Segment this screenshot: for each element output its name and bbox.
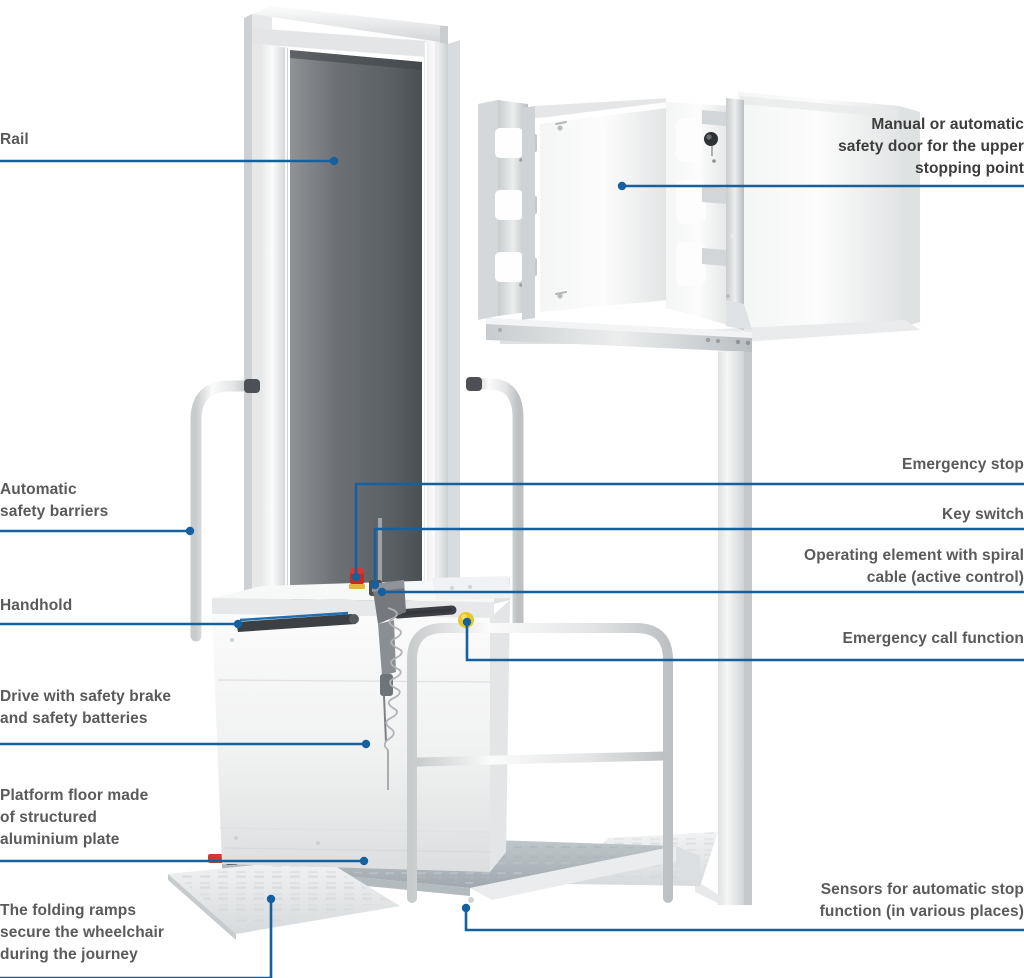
callout-automatic-safety-barriers-text: Automatic safety barriers: [0, 481, 109, 520]
callout-dot-folding-ramps: [266, 894, 276, 904]
callout-dot-rail: [329, 156, 339, 166]
callout-key-switch-text: Key switch: [942, 506, 1024, 523]
callout-dot-sensors-automatic-stop: [461, 903, 471, 913]
callout-dot-emergency-call: [462, 617, 472, 627]
callout-dot-emergency-stop: [351, 572, 361, 582]
callout-handhold-text: Handhold: [0, 597, 73, 614]
callout-platform-floor: Platform floor made of structured alumin…: [0, 785, 220, 851]
callout-operating-element: Operating element with spiral cable (act…: [660, 545, 1024, 589]
callout-dot-handhold: [233, 619, 243, 629]
callout-line-emergency-stop: [354, 482, 1024, 577]
callout-safety-door-text: Manual or automatic safety door for the …: [838, 116, 1024, 177]
callout-automatic-safety-barriers: Automatic safety barriers: [0, 479, 210, 523]
callout-line-sensors-automatic-stop: [464, 908, 1024, 932]
callout-folding-ramps: The folding ramps secure the wheelchair …: [0, 900, 220, 966]
callout-line-key-switch: [373, 527, 1024, 585]
callout-folding-ramps-text: The folding ramps secure the wheelchair …: [0, 902, 165, 963]
callout-emergency-stop-text: Emergency stop: [902, 456, 1024, 473]
callout-sensors-automatic-stop: Sensors for automatic stop function (in …: [700, 879, 1024, 923]
callout-drive-safety-brake: Drive with safety brake and safety batte…: [0, 686, 260, 730]
callout-platform-floor-text: Platform floor made of structured alumin…: [0, 787, 149, 848]
callout-dot-key-switch: [370, 580, 380, 590]
callout-dot-automatic-safety-barriers: [185, 526, 195, 536]
callout-line-folding-ramps: [0, 899, 273, 978]
callout-emergency-call-text: Emergency call function: [842, 630, 1024, 647]
callout-sensors-automatic-stop-text: Sensors for automatic stop function (in …: [819, 881, 1024, 920]
callout-dot-platform-floor: [359, 856, 369, 866]
callout-rail-text: Rail: [0, 131, 29, 148]
callout-emergency-call: Emergency call function: [700, 628, 1024, 650]
callout-dot-operating-element: [377, 587, 387, 597]
callout-emergency-stop: Emergency stop: [700, 454, 1024, 476]
callout-drive-safety-brake-text: Drive with safety brake and safety batte…: [0, 688, 172, 727]
callout-dot-drive-safety-brake: [361, 739, 371, 749]
callout-safety-door: Manual or automatic safety door for the …: [760, 114, 1024, 180]
callout-dot-safety-door: [617, 181, 627, 191]
callout-line-emergency-call: [465, 622, 1024, 662]
callout-rail: Rail: [0, 129, 210, 151]
callout-operating-element-text: Operating element with spiral cable (act…: [804, 547, 1024, 586]
callout-handhold: Handhold: [0, 595, 210, 617]
callout-key-switch: Key switch: [700, 504, 1024, 526]
